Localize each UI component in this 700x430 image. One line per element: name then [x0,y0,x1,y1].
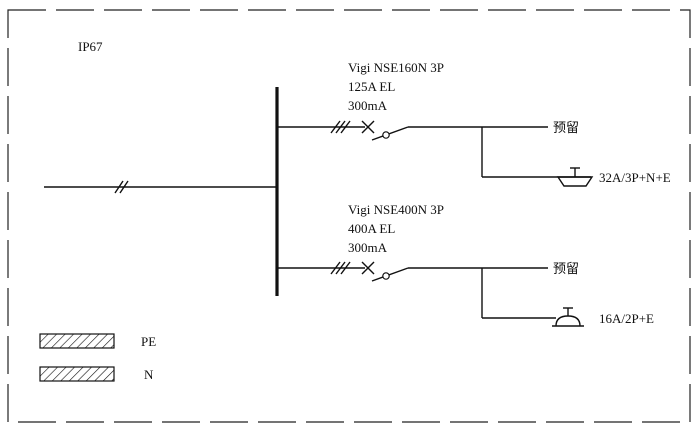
branch-2-socket-label: 16A/2P+E [599,311,654,326]
breaker-1-trip-unit [382,131,390,139]
conductor-tick [330,261,341,275]
breaker-1-model: Vigi NSE160N 3P [348,60,444,75]
legend-n-label: N [144,367,154,382]
conductor-tick [114,180,124,194]
conductor-tick [335,120,346,134]
breaker-2-x-mark [361,261,375,275]
socket-2p-icon [552,307,584,327]
breaker-1-sensitivity: 300mA [348,98,388,113]
breaker-1-switch-blade [371,126,409,141]
legend: PE N [39,333,156,382]
branch-2: Vigi NSE400N 3P 400A EL 300mA 预留 16A/2P+… [277,202,654,327]
legend-pe-label: PE [141,334,156,349]
conductor-tick [335,261,346,275]
breaker-1-x-mark [361,120,375,134]
conductor-tick [340,120,351,134]
branch-1: Vigi NSE160N 3P 125A EL 300mA 预留 32A/3P+… [277,60,671,187]
legend-n-swatch [39,366,115,382]
breaker-2-sensitivity: 300mA [348,240,388,255]
enclosure-frame [7,9,691,423]
conductor-tick [119,180,129,194]
conductor-tick [330,120,341,134]
breaker-2-switch-blade [371,267,409,282]
branch-2-spare-label: 预留 [553,262,579,277]
branch-1-socket-label: 32A/3P+N+E [599,170,671,185]
socket-3p-icon [556,167,594,187]
legend-pe-swatch [39,333,115,349]
breaker-1-rating: 125A EL [348,79,395,94]
incoming-feeder [44,180,277,194]
breaker-2-model: Vigi NSE400N 3P [348,202,444,217]
branch-1-spare-label: 预留 [553,121,579,136]
breaker-2-rating: 400A EL [348,221,395,236]
conductor-tick [340,261,351,275]
enclosure-rating: IP67 [78,39,103,54]
breaker-2-trip-unit [382,272,390,280]
